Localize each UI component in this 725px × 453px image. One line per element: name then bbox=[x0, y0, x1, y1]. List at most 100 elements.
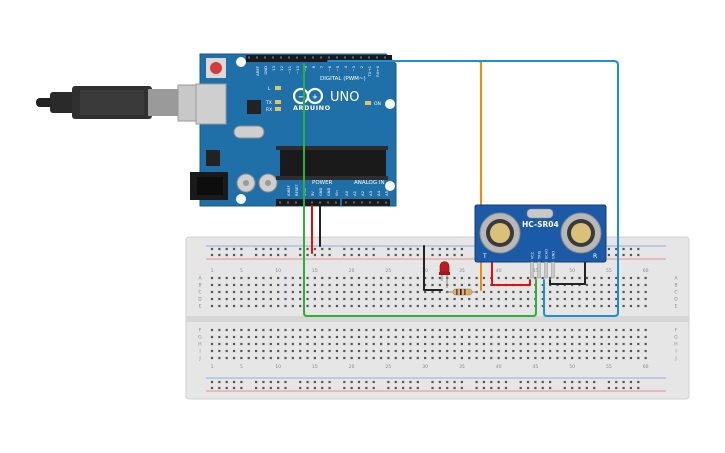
terminal-hole bbox=[240, 328, 243, 332]
crystal-oscillator bbox=[233, 125, 265, 139]
terminal-hole bbox=[644, 304, 647, 308]
terminal-hole bbox=[240, 290, 243, 294]
analog-pin-label: A2 bbox=[360, 190, 365, 196]
rail-hole bbox=[343, 253, 346, 257]
rail-hole bbox=[402, 386, 405, 390]
terminal-hole bbox=[607, 283, 610, 287]
terminal-hole bbox=[600, 328, 603, 332]
rail-hole bbox=[343, 380, 346, 384]
terminal-hole bbox=[409, 297, 412, 301]
terminal-hole bbox=[277, 283, 280, 287]
terminal-hole bbox=[468, 328, 471, 332]
rail-hole bbox=[497, 386, 500, 390]
digital-pin-label: 7 bbox=[319, 65, 324, 68]
rail-hole bbox=[460, 247, 463, 251]
terminal-hole bbox=[321, 290, 324, 294]
terminal-hole bbox=[475, 356, 478, 360]
terminal-hole bbox=[277, 304, 280, 308]
mount-hole bbox=[236, 194, 246, 204]
terminal-hole bbox=[460, 349, 463, 353]
rail-hole bbox=[313, 386, 316, 390]
terminal-hole bbox=[247, 290, 250, 294]
terminal-hole bbox=[365, 297, 368, 301]
rail-hole bbox=[446, 247, 449, 251]
terminal-hole bbox=[225, 356, 228, 360]
arduino-uno-board: L TX RX ON − + ARDUINO UNO DIGITAL (PWM~… bbox=[190, 53, 397, 207]
column-number: 20 bbox=[349, 364, 355, 370]
terminal-hole bbox=[306, 297, 309, 301]
header-socket bbox=[287, 201, 289, 204]
rail-hole bbox=[269, 253, 272, 257]
header-socket bbox=[312, 56, 314, 59]
terminal-hole bbox=[255, 335, 258, 339]
terminal-hole bbox=[460, 335, 463, 339]
terminal-hole bbox=[299, 290, 302, 294]
header-socket bbox=[345, 201, 347, 204]
terminal-hole bbox=[225, 276, 228, 280]
terminal-hole bbox=[512, 335, 515, 339]
terminal-hole bbox=[593, 335, 596, 339]
power-header-body bbox=[276, 199, 340, 206]
led-label-tx: TX bbox=[265, 100, 272, 106]
row-letter: A bbox=[674, 276, 678, 282]
terminal-hole bbox=[438, 283, 441, 287]
terminal-hole bbox=[328, 276, 331, 280]
rail-hole bbox=[475, 386, 478, 390]
rail-hole bbox=[409, 253, 412, 257]
terminal-hole bbox=[446, 342, 449, 346]
terminal-hole bbox=[357, 356, 361, 360]
terminal-hole bbox=[431, 297, 434, 301]
rail-hole bbox=[306, 247, 309, 251]
terminal-hole bbox=[607, 276, 610, 280]
terminal-hole bbox=[644, 328, 647, 332]
terminal-hole bbox=[269, 342, 272, 346]
terminal-hole bbox=[615, 290, 618, 294]
terminal-hole bbox=[402, 283, 405, 287]
terminal-hole bbox=[379, 328, 383, 332]
terminal-hole bbox=[218, 290, 221, 294]
terminal-hole bbox=[637, 342, 640, 346]
terminal-hole bbox=[365, 304, 368, 308]
row-letter: F bbox=[199, 328, 202, 334]
rail-hole bbox=[321, 253, 324, 257]
terminal-hole bbox=[585, 328, 588, 332]
terminal-hole bbox=[637, 328, 640, 332]
terminal-hole bbox=[571, 304, 574, 308]
terminal-hole bbox=[556, 335, 559, 339]
terminal-hole bbox=[409, 304, 412, 308]
rail-hole bbox=[225, 380, 228, 384]
column-number: 1 bbox=[211, 364, 214, 370]
terminal-hole bbox=[262, 297, 265, 301]
terminal-hole bbox=[512, 356, 515, 360]
terminal-hole bbox=[372, 276, 375, 280]
terminal-hole bbox=[409, 290, 412, 294]
terminal-hole bbox=[490, 304, 493, 308]
terminal-hole bbox=[299, 276, 302, 280]
terminal-hole bbox=[232, 304, 236, 308]
chip-socket-top bbox=[276, 146, 388, 150]
terminal-hole bbox=[637, 356, 640, 360]
terminal-hole bbox=[637, 276, 640, 280]
terminal-hole bbox=[644, 342, 647, 346]
terminal-hole bbox=[549, 356, 552, 360]
logo-plus: + bbox=[312, 93, 318, 101]
terminal-hole bbox=[578, 328, 581, 332]
column-number: 50 bbox=[569, 364, 575, 370]
terminal-hole bbox=[504, 342, 508, 346]
column-number: 30 bbox=[422, 268, 428, 274]
reset-button-cap bbox=[210, 62, 222, 74]
terminal-hole bbox=[593, 328, 596, 332]
terminal-hole bbox=[284, 283, 287, 287]
header-socket bbox=[360, 56, 362, 59]
led-rim bbox=[439, 272, 450, 275]
terminal-hole bbox=[512, 342, 515, 346]
terminal-hole bbox=[416, 283, 419, 287]
rail-hole bbox=[284, 253, 287, 257]
terminal-hole bbox=[255, 276, 258, 280]
terminal-hole bbox=[218, 356, 221, 360]
header-socket bbox=[335, 201, 337, 204]
rail-hole bbox=[365, 253, 368, 257]
terminal-hole bbox=[232, 342, 236, 346]
rail-hole bbox=[615, 253, 618, 257]
resistor-body bbox=[452, 288, 473, 296]
